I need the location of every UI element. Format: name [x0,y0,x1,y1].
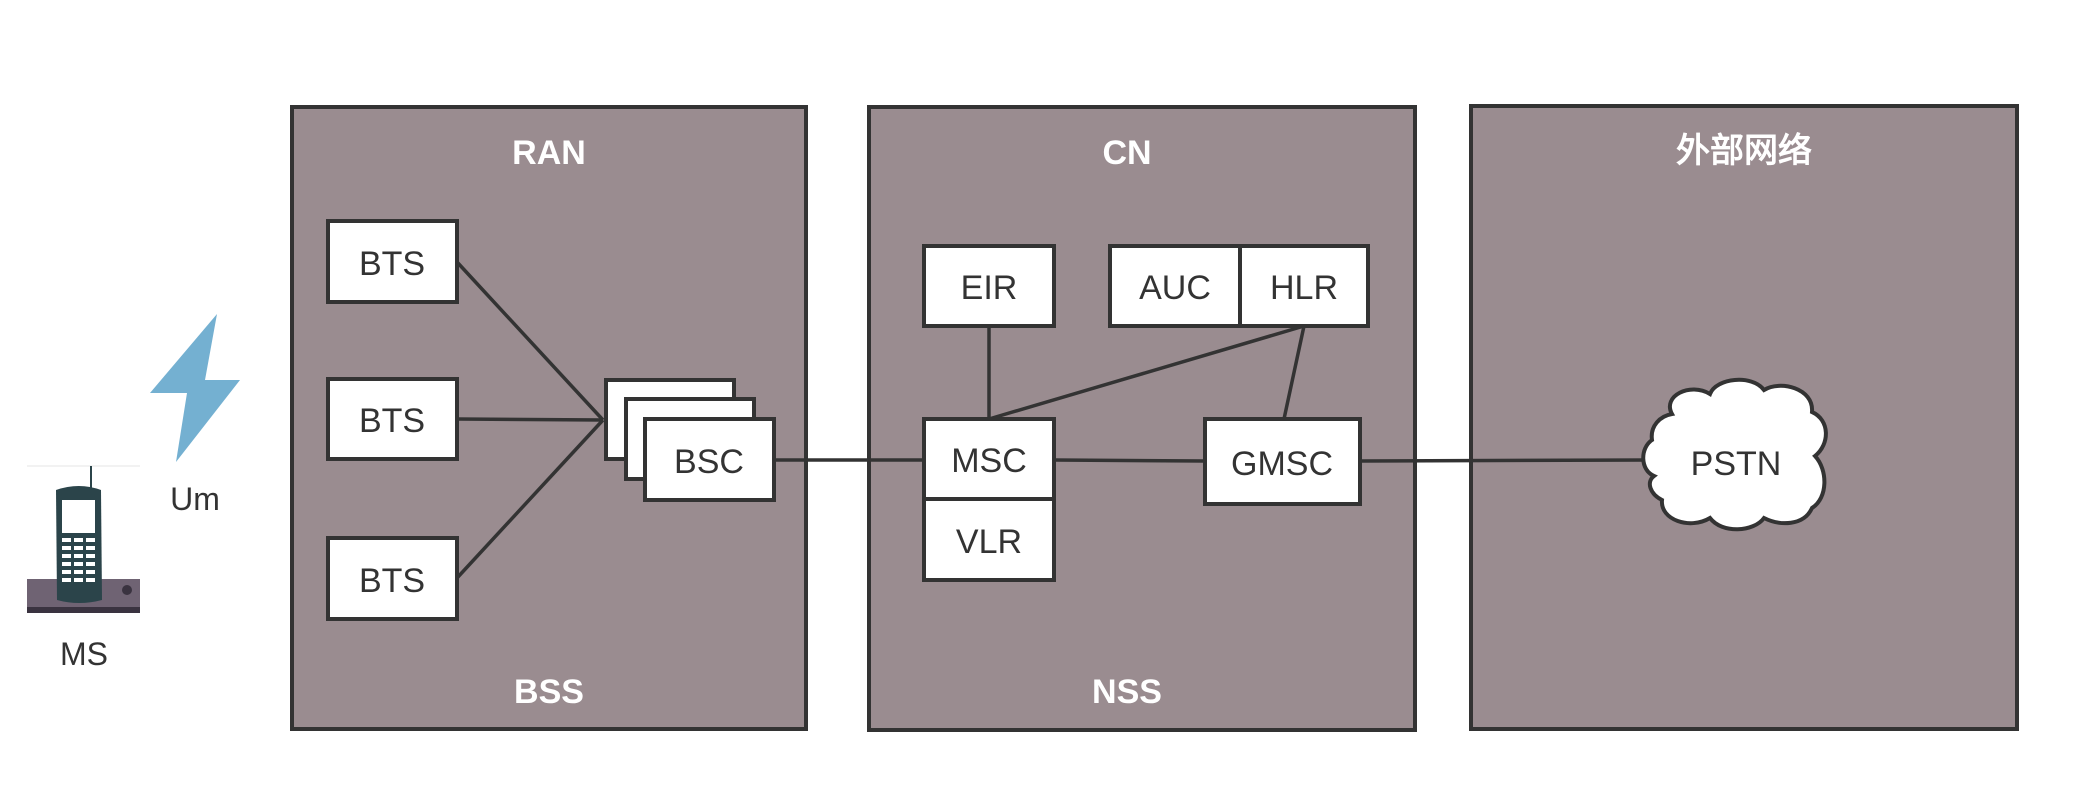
link-bts1-bsc [455,260,605,422]
bss-label: BSS [514,673,584,711]
link-msc-hlr [988,324,1305,421]
ran-title: RAN [512,134,586,172]
um-label: Um [170,481,220,517]
gmsc-label: GMSC [1231,445,1333,483]
auc-label: AUC [1139,269,1211,307]
mobile-phone-icon [27,465,140,613]
bts-node-2: BTS [326,377,459,461]
lightning-icon [150,314,240,462]
cloud-icon [1641,377,1828,532]
pstn-cloud: PSTN [1641,377,1828,532]
bts-label: BTS [359,562,425,600]
bts-label: BTS [359,402,425,440]
link-bts3-bsc [455,418,605,580]
hlr-node: HLR [1238,244,1370,328]
hlr-label: HLR [1270,269,1338,307]
bts-label: BTS [359,245,425,283]
gmsc-node: GMSC [1203,417,1362,506]
msc-node: MSC [922,417,1056,501]
link-bts2-bsc [456,417,604,422]
link-msc-gmsc [1053,458,1206,463]
auc-node: AUC [1108,244,1242,328]
eir-node: EIR [922,244,1056,328]
cn-title: CN [1102,134,1151,172]
link-gmsc-pstn [1359,458,1651,463]
bsc-stack-front [643,417,776,502]
msc-label: MSC [951,442,1027,480]
bsc-node-stack: BSC [604,378,776,502]
pstn-label: PSTN [1691,445,1782,483]
link-hlr-gmsc [1282,325,1306,420]
eir-label: EIR [961,269,1018,307]
bts-node-1: BTS [326,219,459,304]
vlr-node: VLR [922,497,1056,582]
ms-label: MS [60,636,108,672]
external-network-title: 外部网络 [1676,131,1812,170]
bts-node-3: BTS [326,536,459,621]
nss-label: NSS [1092,673,1162,711]
bsc-label: BSC [674,443,744,481]
vlr-label: VLR [956,523,1022,561]
